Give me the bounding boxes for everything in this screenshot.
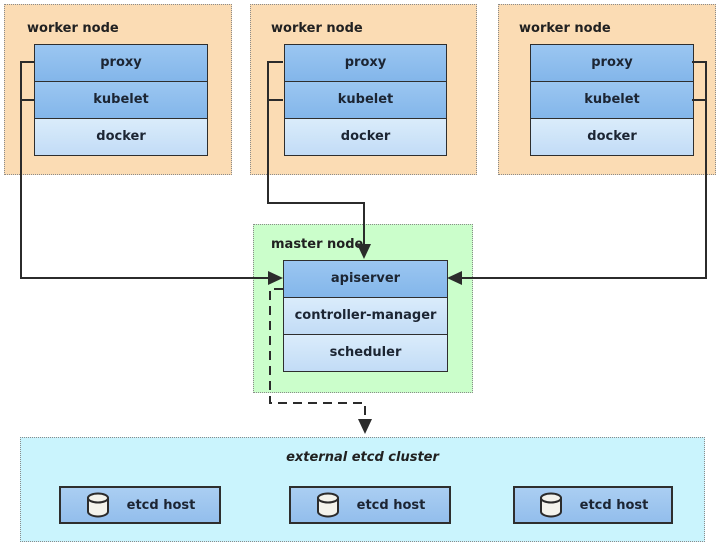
database-cylinder-icon [316, 492, 339, 518]
worker-node-3-stack: proxy kubelet docker [530, 44, 694, 156]
component-proxy: proxy [35, 45, 207, 81]
component-kubelet: kubelet [531, 81, 693, 118]
component-proxy: proxy [285, 45, 446, 81]
worker-node-2: worker node proxy kubelet docker [250, 4, 477, 175]
component-kubelet: kubelet [35, 81, 207, 118]
component-scheduler: scheduler [284, 334, 447, 371]
master-node-title: master node [271, 237, 364, 252]
master-node-stack: apiserver controller-manager scheduler [283, 260, 448, 372]
worker-node-1-stack: proxy kubelet docker [34, 44, 208, 156]
master-node: master node apiserver controller-manager… [253, 224, 473, 393]
component-docker: docker [531, 118, 693, 155]
component-apiserver: apiserver [284, 261, 447, 297]
etcd-host-label: etcd host [356, 497, 426, 513]
component-kubelet: kubelet [285, 81, 446, 118]
component-docker: docker [285, 118, 446, 155]
worker-node-2-stack: proxy kubelet docker [284, 44, 447, 156]
component-proxy: proxy [531, 45, 693, 81]
worker-node-1-title: worker node [27, 21, 119, 36]
arrowhead-into-etcd-cluster [358, 419, 372, 434]
database-cylinder-icon [539, 492, 562, 518]
etcd-host-3: etcd host [513, 486, 673, 524]
etcd-host-1: etcd host [59, 486, 221, 524]
worker-node-1: worker node proxy kubelet docker [4, 4, 232, 175]
etcd-host-2: etcd host [289, 486, 451, 524]
worker-node-3-title: worker node [519, 21, 611, 36]
component-controller-manager: controller-manager [284, 297, 447, 334]
database-cylinder-icon [86, 492, 109, 518]
worker-node-3: worker node proxy kubelet docker [498, 4, 716, 175]
worker-node-2-title: worker node [271, 21, 363, 36]
etcd-cluster-title: external etcd cluster [286, 450, 439, 465]
external-etcd-cluster: external etcd cluster etcd host etcd hos… [20, 437, 705, 542]
etcd-host-label: etcd host [579, 497, 649, 513]
component-docker: docker [35, 118, 207, 155]
etcd-host-label: etcd host [126, 497, 196, 513]
